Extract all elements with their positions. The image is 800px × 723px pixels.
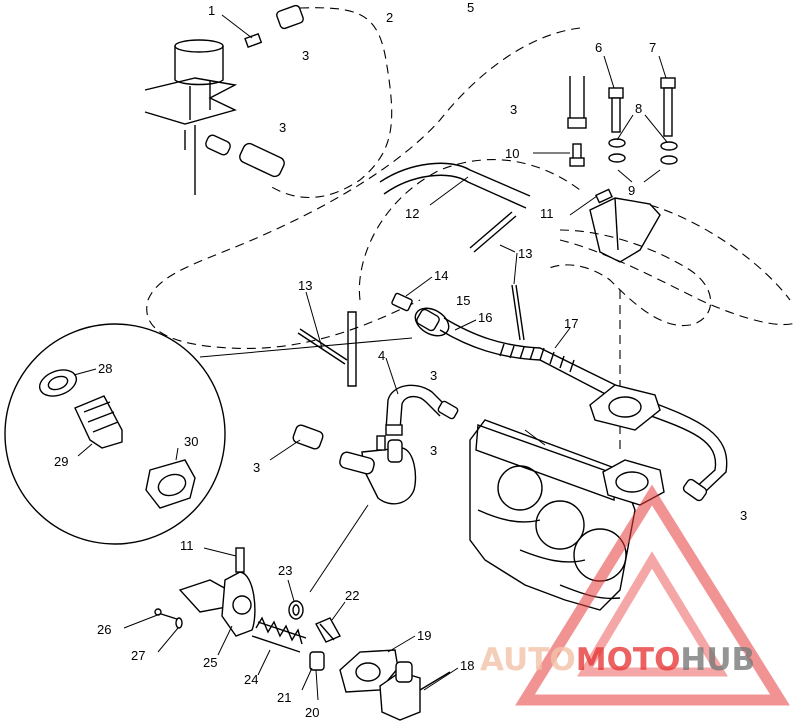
callout-28: 28 bbox=[98, 361, 112, 376]
cap-30 bbox=[145, 447, 196, 509]
elbow-hose-4 bbox=[385, 357, 459, 436]
exhaust-gasket bbox=[589, 384, 661, 431]
hose-12 bbox=[379, 162, 531, 209]
plug-29 bbox=[74, 395, 123, 457]
callout-9: 9 bbox=[628, 183, 635, 198]
callout-13: 13 bbox=[518, 246, 532, 261]
plunger-21 bbox=[301, 651, 325, 701]
detail-circle bbox=[4, 323, 226, 545]
hull-outline-right bbox=[559, 239, 799, 326]
manifold-bracket bbox=[569, 169, 661, 263]
tie-strap-13b bbox=[511, 252, 525, 341]
callout-18: 18 bbox=[460, 658, 474, 673]
watermark-part-moto: MOTO bbox=[576, 642, 681, 678]
exhaust-outline bbox=[544, 229, 712, 327]
hose-3-upper bbox=[567, 76, 587, 129]
callout-7: 7 bbox=[649, 40, 656, 55]
callout-5: 5 bbox=[467, 0, 474, 15]
screw-26-27 bbox=[123, 608, 183, 653]
callout-2: 2 bbox=[386, 10, 393, 25]
callout-20: 20 bbox=[305, 705, 319, 720]
watermark-triangle-inner-icon bbox=[577, 551, 728, 677]
fitting-11-bottom bbox=[203, 547, 245, 573]
callout-10: 10 bbox=[505, 146, 519, 161]
bolt-7 bbox=[658, 55, 676, 137]
callout-23: 23 bbox=[278, 563, 292, 578]
callout-8: 8 bbox=[635, 101, 642, 116]
callout-27: 27 bbox=[131, 648, 145, 663]
callout-30: 30 bbox=[184, 434, 198, 449]
callout-3: 3 bbox=[253, 460, 260, 475]
callout-14: 14 bbox=[434, 268, 448, 283]
watermark-logo: AUTOMOTOHUB bbox=[480, 484, 790, 706]
clamp-15 bbox=[414, 307, 450, 337]
watermark-triangle-icon bbox=[515, 484, 790, 706]
watermark-part-hub: HUB bbox=[680, 642, 755, 678]
callout-6: 6 bbox=[595, 40, 602, 55]
callout-25: 25 bbox=[203, 655, 217, 670]
callout-12: 12 bbox=[405, 206, 419, 221]
watermark-text: AUTOMOTOHUB bbox=[480, 642, 755, 678]
fitting-3-top bbox=[276, 4, 304, 30]
tie-strap-13c bbox=[297, 291, 348, 365]
callout-22: 22 bbox=[345, 588, 359, 603]
callout-24: 24 bbox=[244, 672, 258, 687]
watermark-part-auto: AUTO bbox=[480, 642, 576, 678]
callout-labels: 1 2 3 5 6 7 3 3 8 10 9 11 12 13 14 13 15… bbox=[54, 0, 747, 720]
pump-body bbox=[144, 39, 238, 195]
oring-23 bbox=[287, 579, 304, 620]
fitting-10 bbox=[533, 143, 585, 167]
callout-3: 3 bbox=[302, 48, 309, 63]
cover-18 bbox=[379, 661, 459, 721]
fitting-1 bbox=[221, 14, 263, 48]
callout-3: 3 bbox=[279, 120, 286, 135]
tie-strap-13 bbox=[469, 211, 517, 253]
washers-8 bbox=[608, 114, 678, 165]
callout-3: 3 bbox=[430, 443, 437, 458]
spring-24 bbox=[251, 616, 307, 676]
pipe-vertical bbox=[347, 311, 357, 387]
callout-16: 16 bbox=[478, 310, 492, 325]
pump-housing-25 bbox=[178, 571, 256, 656]
callout-11: 11 bbox=[540, 206, 554, 221]
callout-3: 3 bbox=[430, 368, 437, 383]
callout-21: 21 bbox=[277, 690, 291, 705]
pump-to-top-leader bbox=[309, 504, 369, 593]
valve-22 bbox=[315, 601, 346, 643]
hull-outline-inner bbox=[358, 159, 581, 301]
callout-11: 11 bbox=[180, 538, 194, 553]
water-pump bbox=[339, 435, 417, 505]
callout-3: 3 bbox=[510, 102, 517, 117]
exhaust-outline-2 bbox=[649, 204, 791, 301]
callout-29: 29 bbox=[54, 454, 68, 469]
callout-1: 1 bbox=[208, 3, 215, 18]
hose-3-mid bbox=[269, 424, 324, 461]
callout-26: 26 bbox=[97, 622, 111, 637]
callout-15: 15 bbox=[456, 293, 470, 308]
callout-4: 4 bbox=[378, 348, 385, 363]
hull-outline bbox=[146, 27, 581, 350]
fuel-tank-outline bbox=[269, 7, 393, 199]
callout-19: 19 bbox=[417, 628, 431, 643]
fitting-14 bbox=[391, 276, 433, 312]
callout-17: 17 bbox=[564, 316, 578, 331]
engine-block bbox=[469, 384, 665, 611]
hose-16-17 bbox=[439, 317, 728, 502]
tube-3-left bbox=[205, 134, 285, 178]
gasket-28 bbox=[38, 368, 97, 397]
leader-to-detail bbox=[199, 337, 413, 358]
bolt-6 bbox=[603, 55, 624, 133]
callout-3: 3 bbox=[740, 508, 747, 523]
callout-13: 13 bbox=[298, 278, 312, 293]
